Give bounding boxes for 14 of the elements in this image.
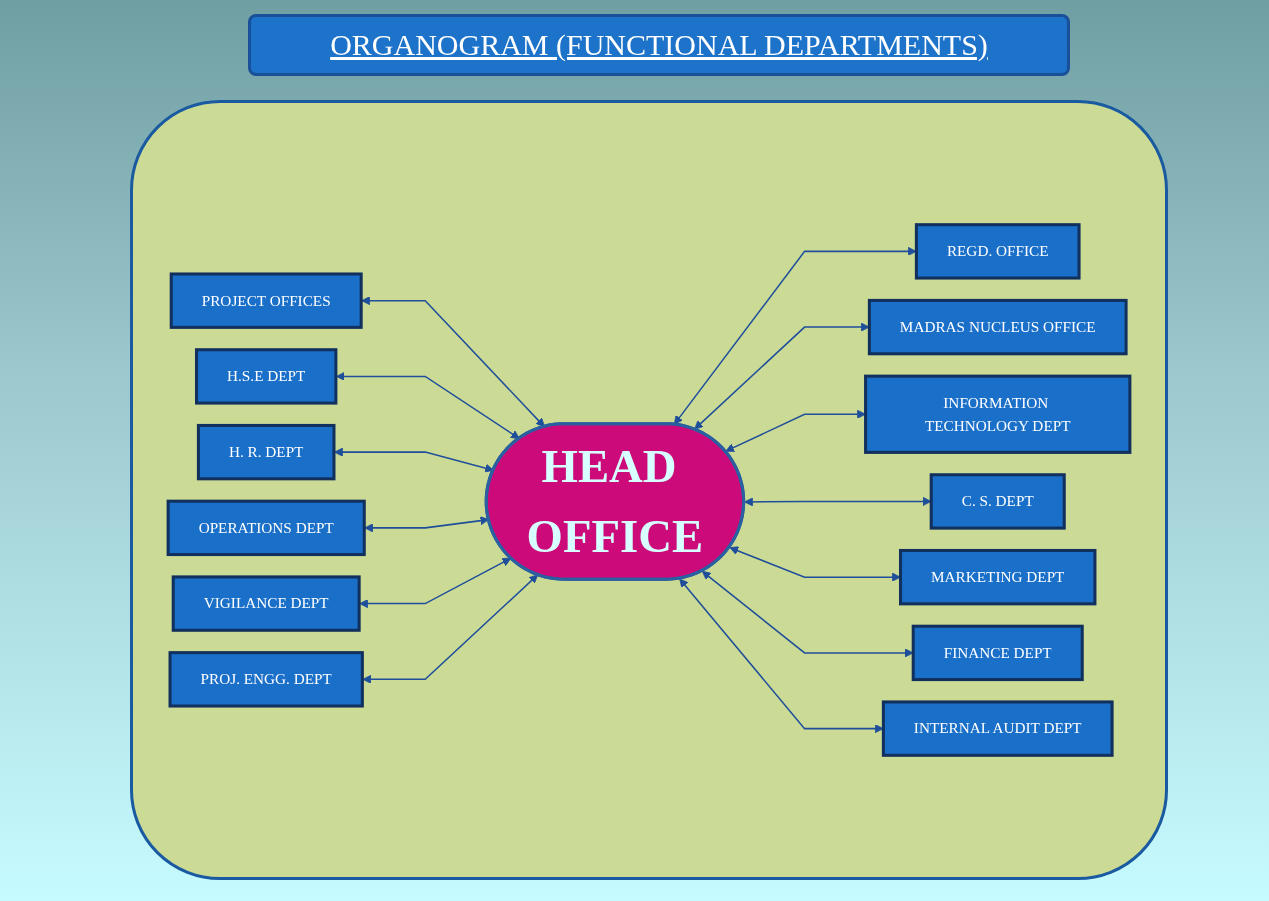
node-box: PROJ. ENGG. DEPT [168, 651, 364, 708]
node-box: FINANCE DEPT [911, 624, 1084, 682]
node-box: H.S.E DEPT [195, 348, 338, 405]
node-box: MARKETING DEPT [899, 548, 1097, 606]
title: ORGANOGRAM (FUNCTIONAL DEPARTMENTS) [248, 14, 1070, 76]
node-box: INFORMATION TECHNOLOGY DEPT [864, 374, 1132, 454]
node-box: VIGILANCE DEPT [171, 575, 361, 632]
node-box: OPERATIONS DEPT [166, 499, 366, 557]
node-box: PROJECT OFFICES [169, 272, 363, 329]
node-box: MADRAS NUCLEUS OFFICE [867, 298, 1128, 356]
node-box: INTERNAL AUDIT DEPT [881, 700, 1114, 757]
node-box: H. R. DEPT [196, 423, 336, 481]
node-box: C. S. DEPT [929, 473, 1066, 530]
node-box: REGD. OFFICE [914, 223, 1081, 280]
